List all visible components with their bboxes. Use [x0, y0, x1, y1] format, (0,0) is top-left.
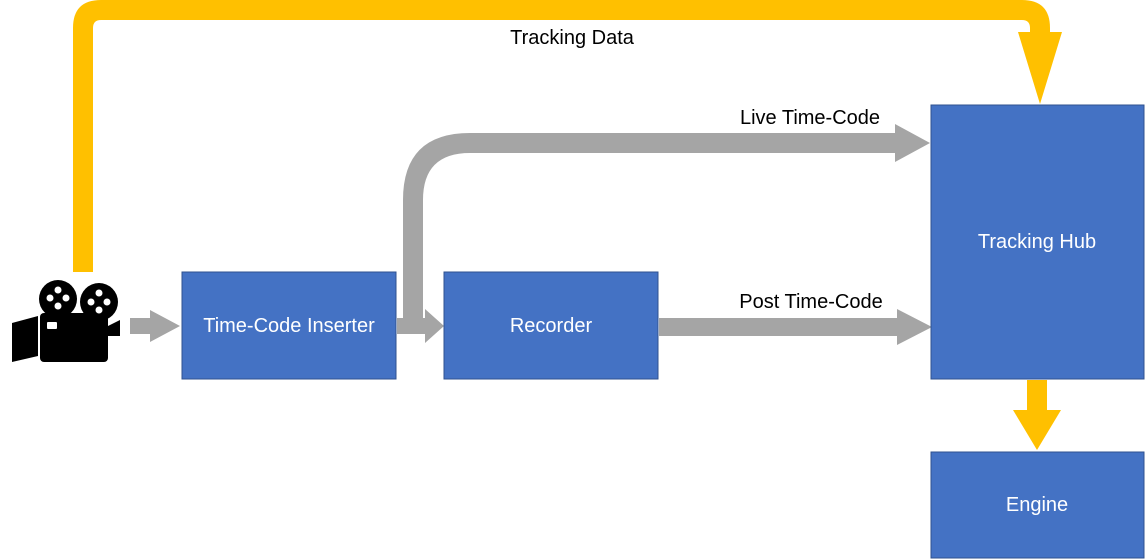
tracking-hub-node: Tracking Hub [930, 104, 1145, 380]
hub-to-engine-arrow [1013, 380, 1061, 450]
time-code-inserter-label: Time-Code Inserter [203, 315, 375, 337]
inserter-to-recorder-arrow [397, 309, 444, 343]
recorder-node: Recorder [443, 271, 659, 380]
post-timecode-arrow [659, 309, 932, 345]
tracking-data-label: Tracking Data [510, 27, 635, 49]
recorder-label: Recorder [510, 315, 593, 337]
live-timecode-arrow [403, 124, 930, 318]
post-timecode-label: Post Time-Code [739, 291, 882, 313]
movie-camera-icon [12, 280, 120, 362]
engine-node: Engine [930, 451, 1145, 559]
live-timecode-label: Live Time-Code [740, 107, 880, 129]
tracking-hub-label: Tracking Hub [978, 231, 1096, 253]
camera-to-inserter-arrow [130, 310, 180, 342]
engine-label: Engine [1006, 494, 1068, 516]
time-code-inserter-node: Time-Code Inserter [181, 271, 397, 380]
